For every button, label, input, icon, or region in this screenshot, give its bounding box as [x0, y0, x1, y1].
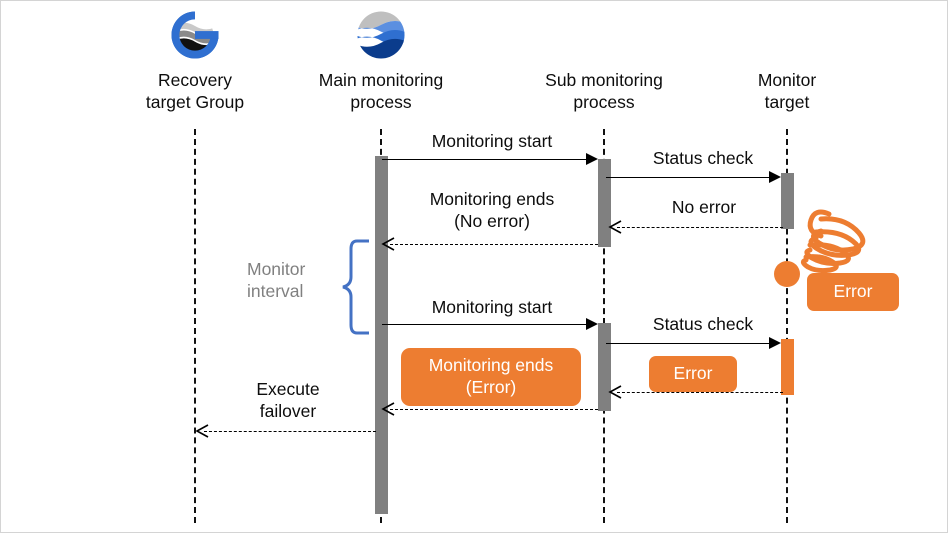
message-label-status-check-2: Status check — [652, 314, 754, 334]
activation-bar-monitor-target-1 — [781, 173, 794, 229]
message-arrowhead-error-response — [608, 385, 622, 399]
participant-label: Sub monitoring process — [545, 70, 663, 113]
error-marker-dot-icon — [774, 261, 800, 287]
message-arrowhead-monitoring-start-2 — [586, 318, 598, 330]
message-arrowhead-monitoring-start-1 — [586, 153, 598, 165]
activation-bar-sub-monitoring-2 — [598, 323, 611, 411]
message-label-monitoring-start-1: Monitoring start — [431, 131, 553, 151]
lifeline-recovery-target-group — [194, 129, 196, 523]
participant-label: Monitor target — [757, 70, 817, 113]
message-line-status-check-2 — [606, 343, 770, 344]
message-arrowhead-monitoring-ends-error — [381, 402, 395, 416]
participant-sub-monitoring-process: Sub monitoring process — [514, 69, 694, 114]
message-arrowhead-no-error — [608, 220, 622, 234]
participant-label: Main monitoring process — [318, 70, 444, 113]
message-badge-error-response: Error — [649, 356, 737, 392]
lifeline-monitor-target — [786, 129, 788, 523]
message-label-no-error: No error — [671, 197, 737, 217]
message-line-no-error — [617, 227, 783, 228]
participant-monitor-target: Monitor target — [707, 69, 867, 114]
message-line-monitoring-start-2 — [382, 324, 588, 325]
monitor-interval-label: Monitor interval — [247, 259, 306, 301]
message-line-monitoring-ends-no-error — [390, 244, 598, 245]
message-badge-monitoring-ends-error: Monitoring ends (Error) — [401, 348, 581, 406]
activation-bar-sub-monitoring-1 — [598, 159, 611, 247]
monitor-interval-brace-icon — [342, 239, 369, 335]
message-arrowhead-monitoring-ends-no-error — [381, 237, 395, 251]
message-arrowhead-status-check-1 — [769, 171, 781, 183]
message-line-execute-failover — [204, 431, 376, 432]
message-arrowhead-status-check-2 — [769, 337, 781, 349]
participant-main-monitoring-process: Main monitoring process — [291, 7, 471, 112]
message-label-execute-failover: Execute failover — [256, 379, 320, 421]
participant-label: Recovery target Group — [145, 70, 245, 113]
g-globe-logo-icon — [171, 11, 219, 59]
message-line-monitoring-ends-error — [390, 409, 598, 410]
message-line-error-response — [617, 392, 783, 393]
message-label-monitoring-start-2: Monitoring start — [431, 297, 553, 317]
error-burst-icon — [800, 209, 866, 274]
message-label-status-check-1: Status check — [652, 148, 754, 168]
wave-globe-logo-icon — [357, 11, 405, 59]
error-badge-monitor-target: Error — [807, 273, 899, 311]
message-line-monitoring-start-1 — [382, 159, 588, 160]
message-arrowhead-execute-failover — [195, 424, 209, 438]
message-label-monitoring-ends-no-error: Monitoring ends (No error) — [429, 189, 555, 231]
activation-bar-monitor-target-2 — [781, 339, 794, 395]
message-line-status-check-1 — [606, 177, 770, 178]
participant-recovery-target-group: Recovery target Group — [105, 7, 285, 112]
